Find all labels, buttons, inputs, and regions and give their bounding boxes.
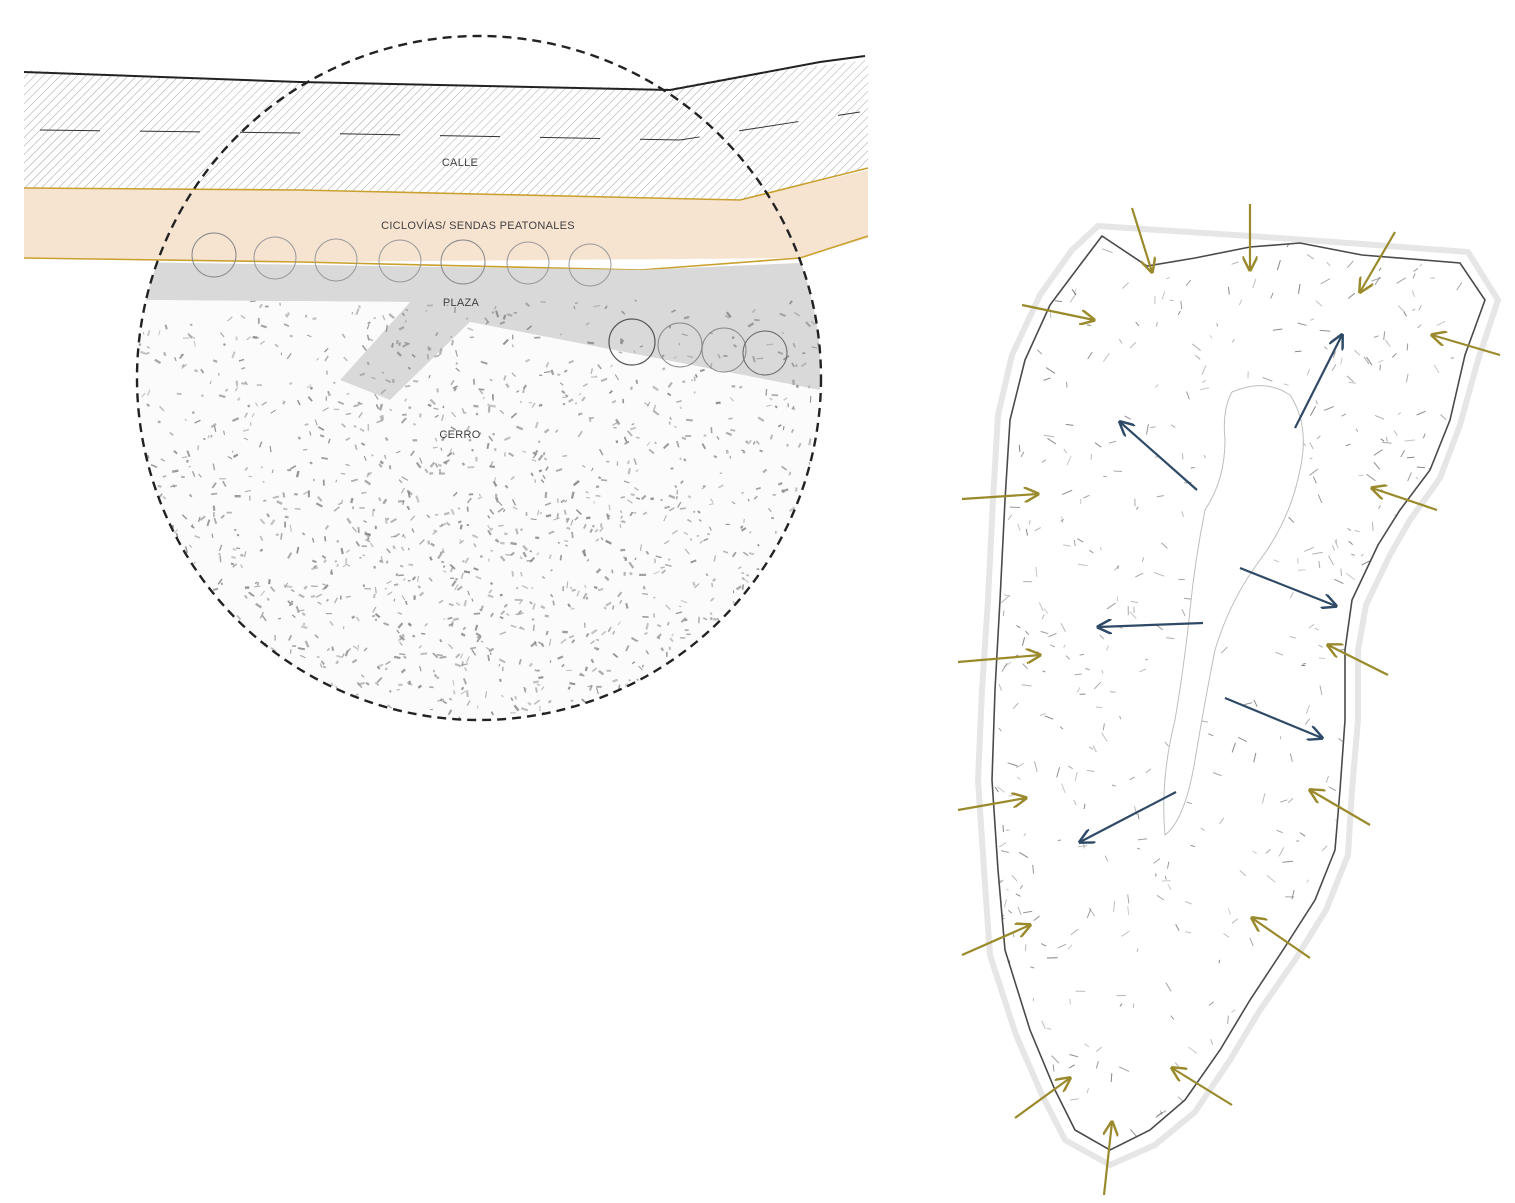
detail-circle-boundary <box>135 34 823 722</box>
site-plan <box>957 204 1502 1196</box>
site-halo <box>974 222 1502 1169</box>
hill-label: CERRO <box>439 429 480 441</box>
inbound-arrows <box>957 204 1501 1196</box>
outbound-arrow-icon <box>1224 696 1322 738</box>
tree-canopy-icon <box>742 330 788 376</box>
central-clearing <box>1163 385 1304 836</box>
outbound-arrow-icon <box>1080 791 1177 842</box>
inbound-arrow-icon <box>1372 488 1438 512</box>
inbound-arrow-icon <box>957 798 1026 812</box>
outbound-arrow-icon <box>1239 566 1336 606</box>
inbound-arrow-icon <box>1432 335 1501 357</box>
outbound-arrow-icon <box>1098 623 1204 627</box>
street-band <box>24 60 868 200</box>
street-edge-line <box>23 55 866 92</box>
outbound-arrows <box>1080 335 1342 842</box>
bike-path-band <box>24 170 868 262</box>
inbound-arrow-icon <box>1360 231 1396 292</box>
site-detail-section: CALLE CICLOVÍAS/ SENDAS PEATONALES PLAZA… <box>23 34 869 722</box>
plaza-label: PLAZA <box>443 297 480 309</box>
tree-canopy-icon <box>191 232 237 278</box>
outbound-arrow-icon <box>1294 335 1342 429</box>
tree-canopy-icon <box>506 241 550 285</box>
inbound-arrow-icon <box>1252 918 1311 959</box>
inbound-arrow-icon <box>1328 645 1389 676</box>
street-label: CALLE <box>442 157 478 169</box>
tree-canopy-icon <box>253 236 297 280</box>
inbound-arrow-icon <box>957 655 1040 662</box>
hill-area <box>137 300 820 720</box>
tree-canopy-icon <box>568 243 612 287</box>
inbound-arrow-icon <box>1310 790 1371 826</box>
tree-row-upper <box>191 232 612 287</box>
tree-row-plaza <box>608 318 788 376</box>
inbound-arrow-icon <box>1014 1078 1070 1119</box>
inbound-arrow-icon <box>961 494 1038 499</box>
tree-canopy-icon <box>657 322 703 368</box>
inbound-arrow-icon <box>1104 1122 1112 1196</box>
outbound-arrow-icon <box>1120 422 1198 491</box>
tree-canopy-icon <box>701 327 747 373</box>
tree-canopy-icon <box>608 318 656 366</box>
tree-canopy-icon <box>440 239 486 285</box>
site-boundary <box>991 234 1486 1151</box>
street-centerline <box>39 111 861 141</box>
bike-path-label: CICLOVÍAS/ SENDAS PEATONALES <box>381 219 575 232</box>
tree-canopy-icon <box>314 238 358 282</box>
inbound-arrow-icon <box>1021 303 1094 320</box>
inbound-arrow-icon <box>961 925 1030 957</box>
tree-canopy-icon <box>378 239 422 283</box>
inbound-arrow-icon <box>1130 207 1152 272</box>
inbound-arrow-icon <box>1172 1068 1233 1106</box>
plaza-area <box>137 262 820 400</box>
